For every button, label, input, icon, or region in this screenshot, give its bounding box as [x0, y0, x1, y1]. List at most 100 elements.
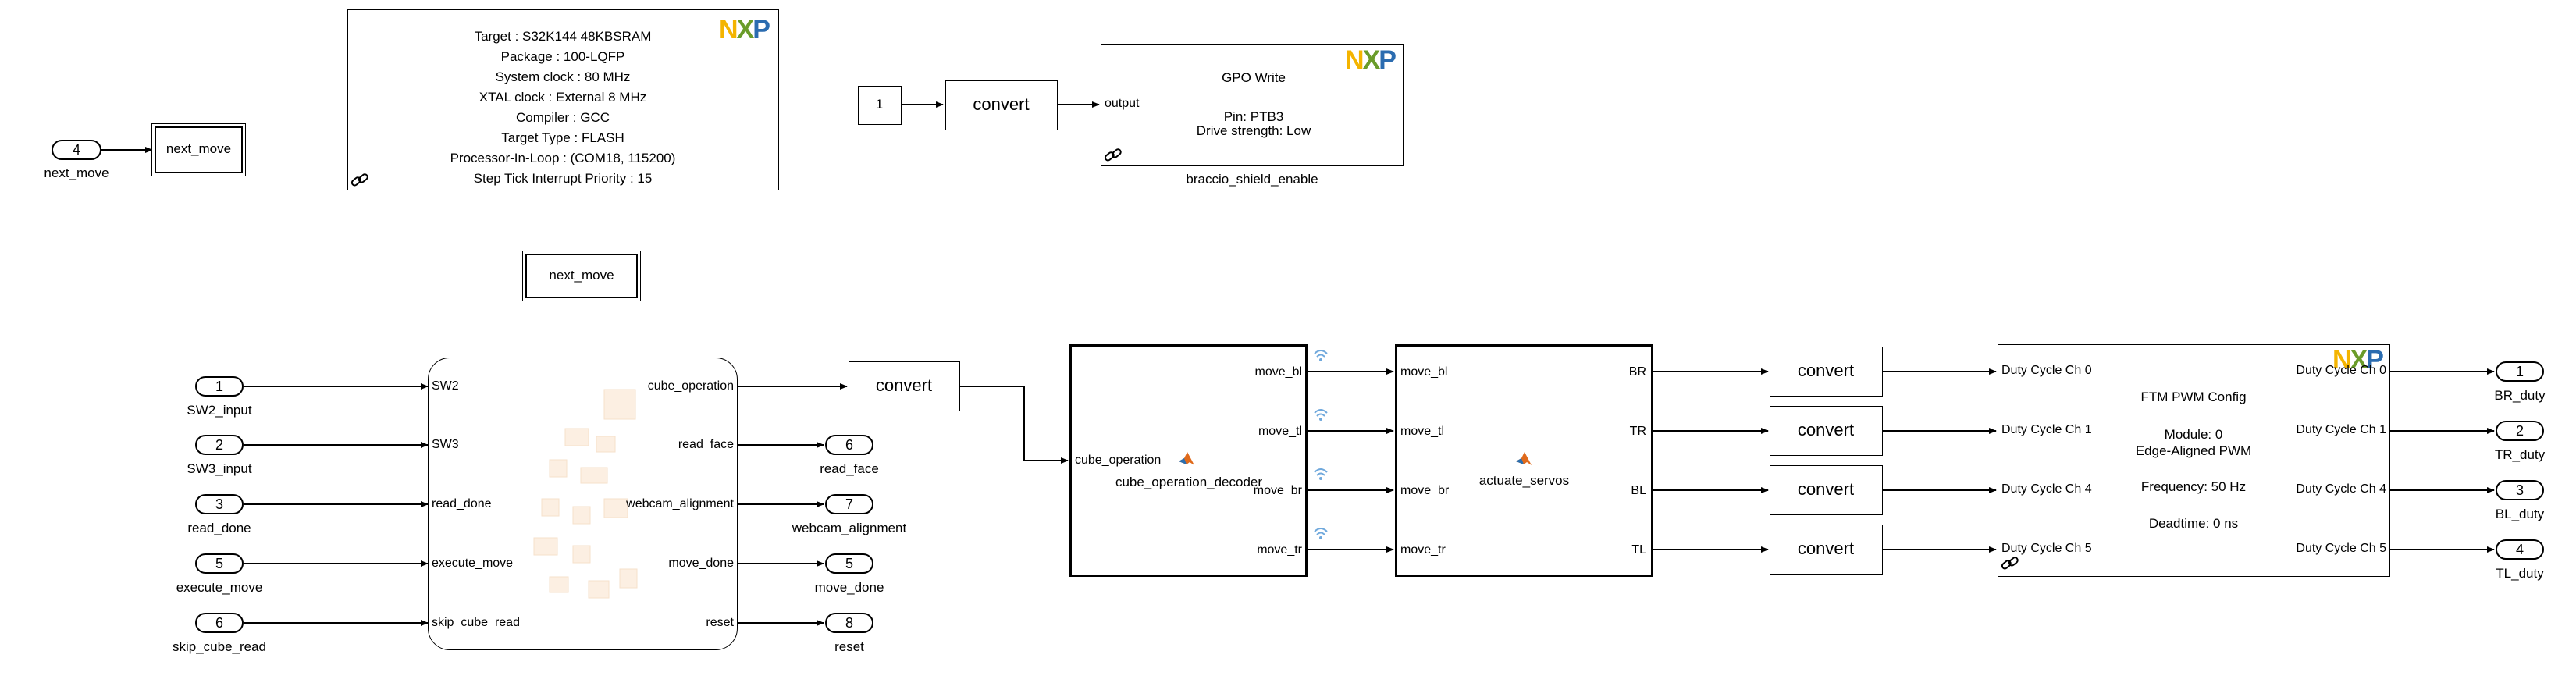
pwm-deadtime: Deadtime: 0 ns	[2148, 516, 2239, 531]
convert-label: convert	[1797, 420, 1855, 439]
nxp-logo-icon: NXP	[719, 15, 770, 44]
outport-tl-duty-label: TL_duty	[2496, 566, 2544, 581]
config-line-0: Target : S32K144 48KBSRAM	[474, 29, 652, 44]
convert-block-bl[interactable]: convert	[1770, 465, 1883, 515]
config-line-2: System clock : 80 MHz	[495, 69, 631, 84]
chart-output-webcam-alignment: webcam_alignment	[626, 497, 734, 510]
decoder-input-cube-operation: cube_operation	[1075, 454, 1162, 467]
goto-next-move-label: next_move	[165, 141, 232, 156]
inport-execute-move[interactable]: 5	[195, 553, 244, 574]
actuate-servos-block[interactable]: move_bl move_tl move_br move_tr actuate_…	[1395, 344, 1653, 577]
outport-webcam-alignment[interactable]: 7	[825, 494, 873, 514]
outport-tr-duty[interactable]: 2	[2496, 421, 2544, 441]
gpo-pin: Pin: PTB3	[1223, 109, 1284, 124]
servos-input-move-br: move_br	[1400, 484, 1450, 497]
goto-next-move[interactable]: next_move	[155, 126, 243, 173]
pwm-output-ch1: Duty Cycle Ch 1	[2296, 423, 2386, 436]
library-link-icon	[2001, 557, 2019, 570]
decoder-name: cube_operation_decoder	[1115, 475, 1263, 489]
signal-wireless-icon	[1314, 528, 1328, 539]
inport-skip-cube-read-label: skip_cube_read	[172, 639, 267, 654]
servos-input-move-tl: move_tl	[1400, 425, 1445, 438]
config-line-1: Package : 100-LQFP	[500, 49, 625, 64]
pwm-output-ch5: Duty Cycle Ch 5	[2296, 542, 2386, 555]
convert-label: convert	[1797, 361, 1855, 380]
pwm-frequency: Frequency: 50 Hz	[2140, 479, 2247, 494]
outport-br-duty[interactable]: 1	[2496, 361, 2544, 382]
outport-reset[interactable]: 8	[825, 613, 873, 633]
from-next-move[interactable]: next_move	[525, 254, 638, 298]
outport-br-duty-label: BR_duty	[2494, 388, 2546, 403]
signal-wireless-icon	[1314, 350, 1328, 361]
gpo-caption: braccio_shield_enable	[1186, 172, 1318, 187]
convert-label: convert	[1797, 539, 1855, 558]
nxp-logo-icon: NXP	[1345, 45, 1397, 75]
convert-block-cube-operation[interactable]: convert	[849, 361, 960, 411]
decoder-output-move-tr: move_tr	[1257, 543, 1302, 557]
pwm-module: Module: 0	[2164, 427, 2223, 442]
inport-next-move-label: next_move	[44, 165, 109, 180]
outport-webcam-alignment-label: webcam_alignment	[792, 521, 907, 535]
outport-move-done[interactable]: 5	[825, 553, 873, 574]
target-config-block[interactable]: NXP Target : S32K144 48KBSRAM Package : …	[347, 9, 779, 190]
pwm-input-ch1: Duty Cycle Ch 1	[2001, 423, 2092, 436]
convert-block-tr[interactable]: convert	[1770, 406, 1883, 456]
chart-input-read-done: read_done	[432, 497, 492, 510]
inport-read-done[interactable]: 3	[195, 494, 244, 514]
servos-output-bl: BL	[1631, 484, 1646, 497]
ftm-pwm-config-block[interactable]: Duty Cycle Ch 0 Duty Cycle Ch 1 Duty Cyc…	[1998, 344, 2390, 577]
servos-output-tl: TL	[1631, 543, 1646, 557]
inport-skip-cube-read[interactable]: 6	[195, 613, 244, 633]
inport-sw3[interactable]: 2	[195, 435, 244, 455]
decoder-output-move-br: move_br	[1253, 484, 1302, 497]
constant-block[interactable]: 1	[858, 86, 902, 125]
chart-input-skip-cube-read: skip_cube_read	[432, 616, 520, 629]
servos-name: actuate_servos	[1478, 473, 1570, 488]
pwm-input-ch4: Duty Cycle Ch 4	[2001, 482, 2092, 496]
outport-bl-duty[interactable]: 3	[2496, 480, 2544, 500]
convert-block-br[interactable]: convert	[1770, 347, 1883, 397]
convert-block-enable[interactable]: convert	[945, 80, 1058, 130]
inport-execute-move-label: execute_move	[176, 580, 263, 595]
config-line-7: Step Tick Interrupt Priority : 15	[473, 171, 653, 186]
convert-block-tl[interactable]: convert	[1770, 525, 1883, 575]
decoder-output-move-bl: move_bl	[1254, 365, 1302, 379]
pwm-output-ch0: Duty Cycle Ch 0	[2296, 364, 2386, 377]
servos-output-tr: TR	[1629, 425, 1646, 438]
library-link-icon	[1104, 148, 1122, 162]
inport-next-move[interactable]: 4	[52, 140, 101, 160]
outport-read-face[interactable]: 6	[825, 435, 873, 455]
matlab-function-icon	[1179, 452, 1194, 465]
matlab-function-icon	[1516, 452, 1532, 465]
chart-watermark-icon	[533, 389, 638, 599]
outport-read-face-label: read_face	[820, 461, 879, 476]
chart-input-sw2: SW2	[432, 379, 459, 393]
chart-output-read-face: read_face	[678, 438, 734, 451]
constant-value: 1	[875, 97, 884, 112]
pwm-input-ch5: Duty Cycle Ch 5	[2001, 542, 2092, 555]
library-link-icon	[350, 173, 368, 187]
inport-read-done-label: read_done	[187, 521, 251, 535]
chart-output-move-done: move_done	[668, 557, 734, 570]
servos-output-br: BR	[1628, 365, 1646, 379]
outport-tl-duty[interactable]: 4	[2496, 539, 2544, 560]
signal-wireless-icon	[1314, 409, 1328, 421]
outport-reset-label: reset	[834, 639, 864, 654]
inport-sw2-label: SW2_input	[187, 403, 252, 418]
inport-sw2[interactable]: 1	[195, 376, 244, 397]
gpo-title: GPO Write	[1222, 70, 1286, 85]
decoder-output-move-tl: move_tl	[1258, 425, 1302, 438]
gpo-write-block[interactable]: output GPO Write Pin: PTB3 Drive strengt…	[1101, 44, 1404, 166]
signal-wireless-icon	[1314, 468, 1328, 480]
stateflow-chart-block[interactable]: SW2 SW3 read_done execute_move skip_cube…	[428, 358, 738, 650]
cube-operation-decoder-block[interactable]: cube_operation cube_operation_decoder mo…	[1069, 344, 1308, 577]
pwm-mode: Edge-Aligned PWM	[2135, 443, 2252, 458]
chart-input-sw3: SW3	[432, 438, 459, 451]
gpo-input-port-label: output	[1105, 97, 1140, 110]
pwm-title: FTM PWM Config	[2140, 390, 2247, 404]
outport-move-done-label: move_done	[814, 580, 884, 595]
gpo-drive-strength: Drive strength: Low	[1196, 123, 1311, 138]
chart-output-reset: reset	[706, 616, 734, 629]
convert-label: convert	[1797, 479, 1855, 499]
